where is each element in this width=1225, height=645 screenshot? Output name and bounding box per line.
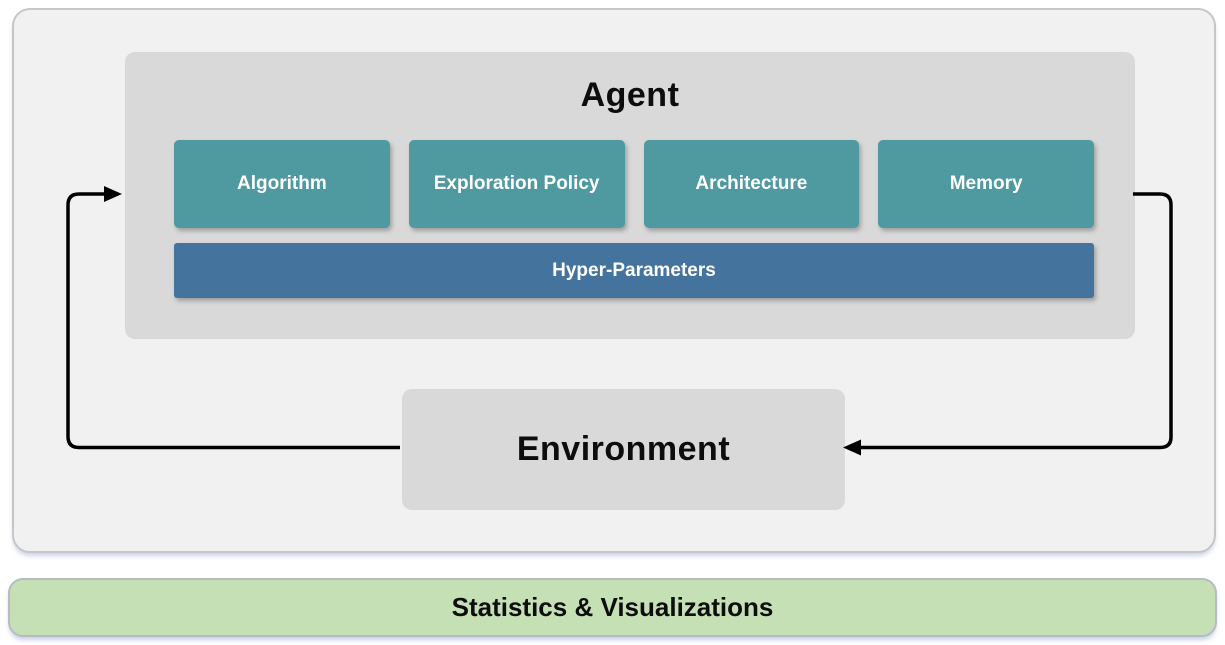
- hyper-parameters-bar: Hyper-Parameters: [174, 243, 1094, 298]
- agent-panel: Agent Algorithm Exploration Policy Archi…: [125, 52, 1135, 339]
- component-architecture: Architecture: [643, 140, 860, 228]
- statistics-visualizations-bar: Statistics & Visualizations: [8, 578, 1217, 637]
- component-memory: Memory: [878, 140, 1094, 228]
- component-algorithm: Algorithm: [174, 140, 390, 228]
- agent-title: Agent: [580, 76, 680, 114]
- agent-component-row: Algorithm Exploration Policy Architectur…: [174, 140, 1094, 228]
- environment-panel: Environment: [402, 389, 845, 510]
- component-exploration-policy: Exploration Policy: [408, 140, 625, 228]
- diagram-canvas: Agent Algorithm Exploration Policy Archi…: [12, 8, 1216, 553]
